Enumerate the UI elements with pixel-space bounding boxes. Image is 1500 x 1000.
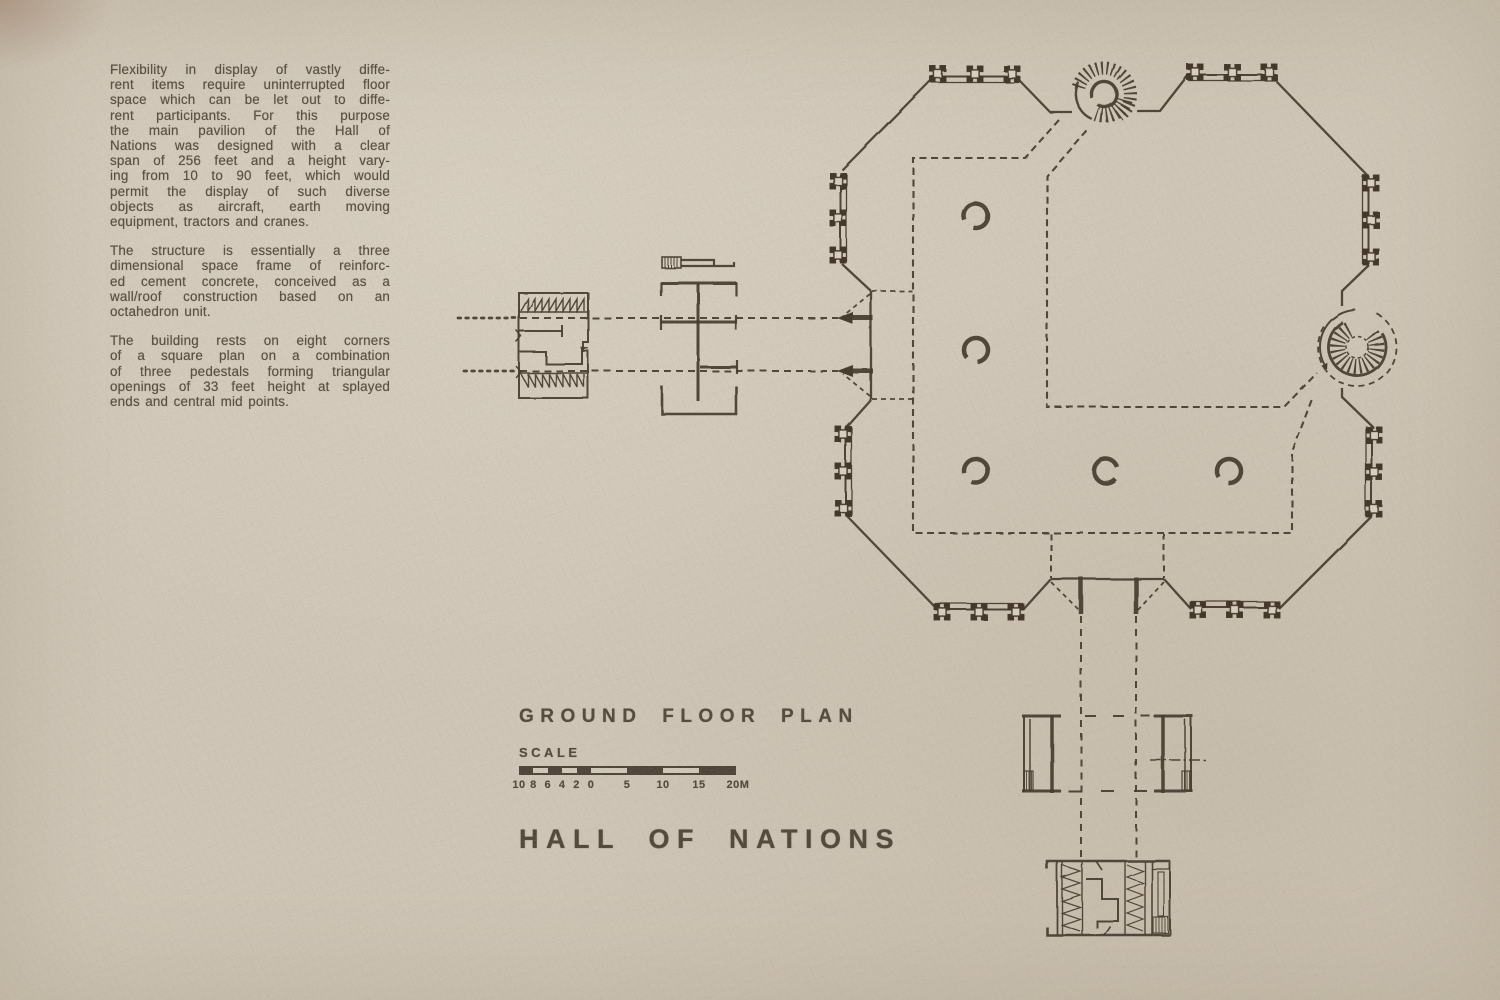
detail-bracket-right	[1150, 714, 1208, 793]
entrance-left	[842, 290, 912, 400]
spiral-stair-right	[1317, 309, 1397, 387]
detail-column-section	[659, 256, 739, 416]
leader-lines	[456, 316, 838, 373]
detail-stair-block	[515, 292, 589, 399]
walkway-dashed-lines	[1068, 616, 1150, 858]
octagon-outline	[841, 74, 1375, 611]
interior-dashed-outline	[911, 119, 1318, 535]
spiral-stair-top	[1072, 61, 1137, 123]
column-circles	[961, 201, 1244, 486]
entry-arrows	[837, 312, 873, 377]
detail-stair-plan-lower	[1045, 859, 1171, 937]
detail-bracket-left	[1022, 714, 1061, 793]
entrance-bottom	[1050, 534, 1165, 614]
